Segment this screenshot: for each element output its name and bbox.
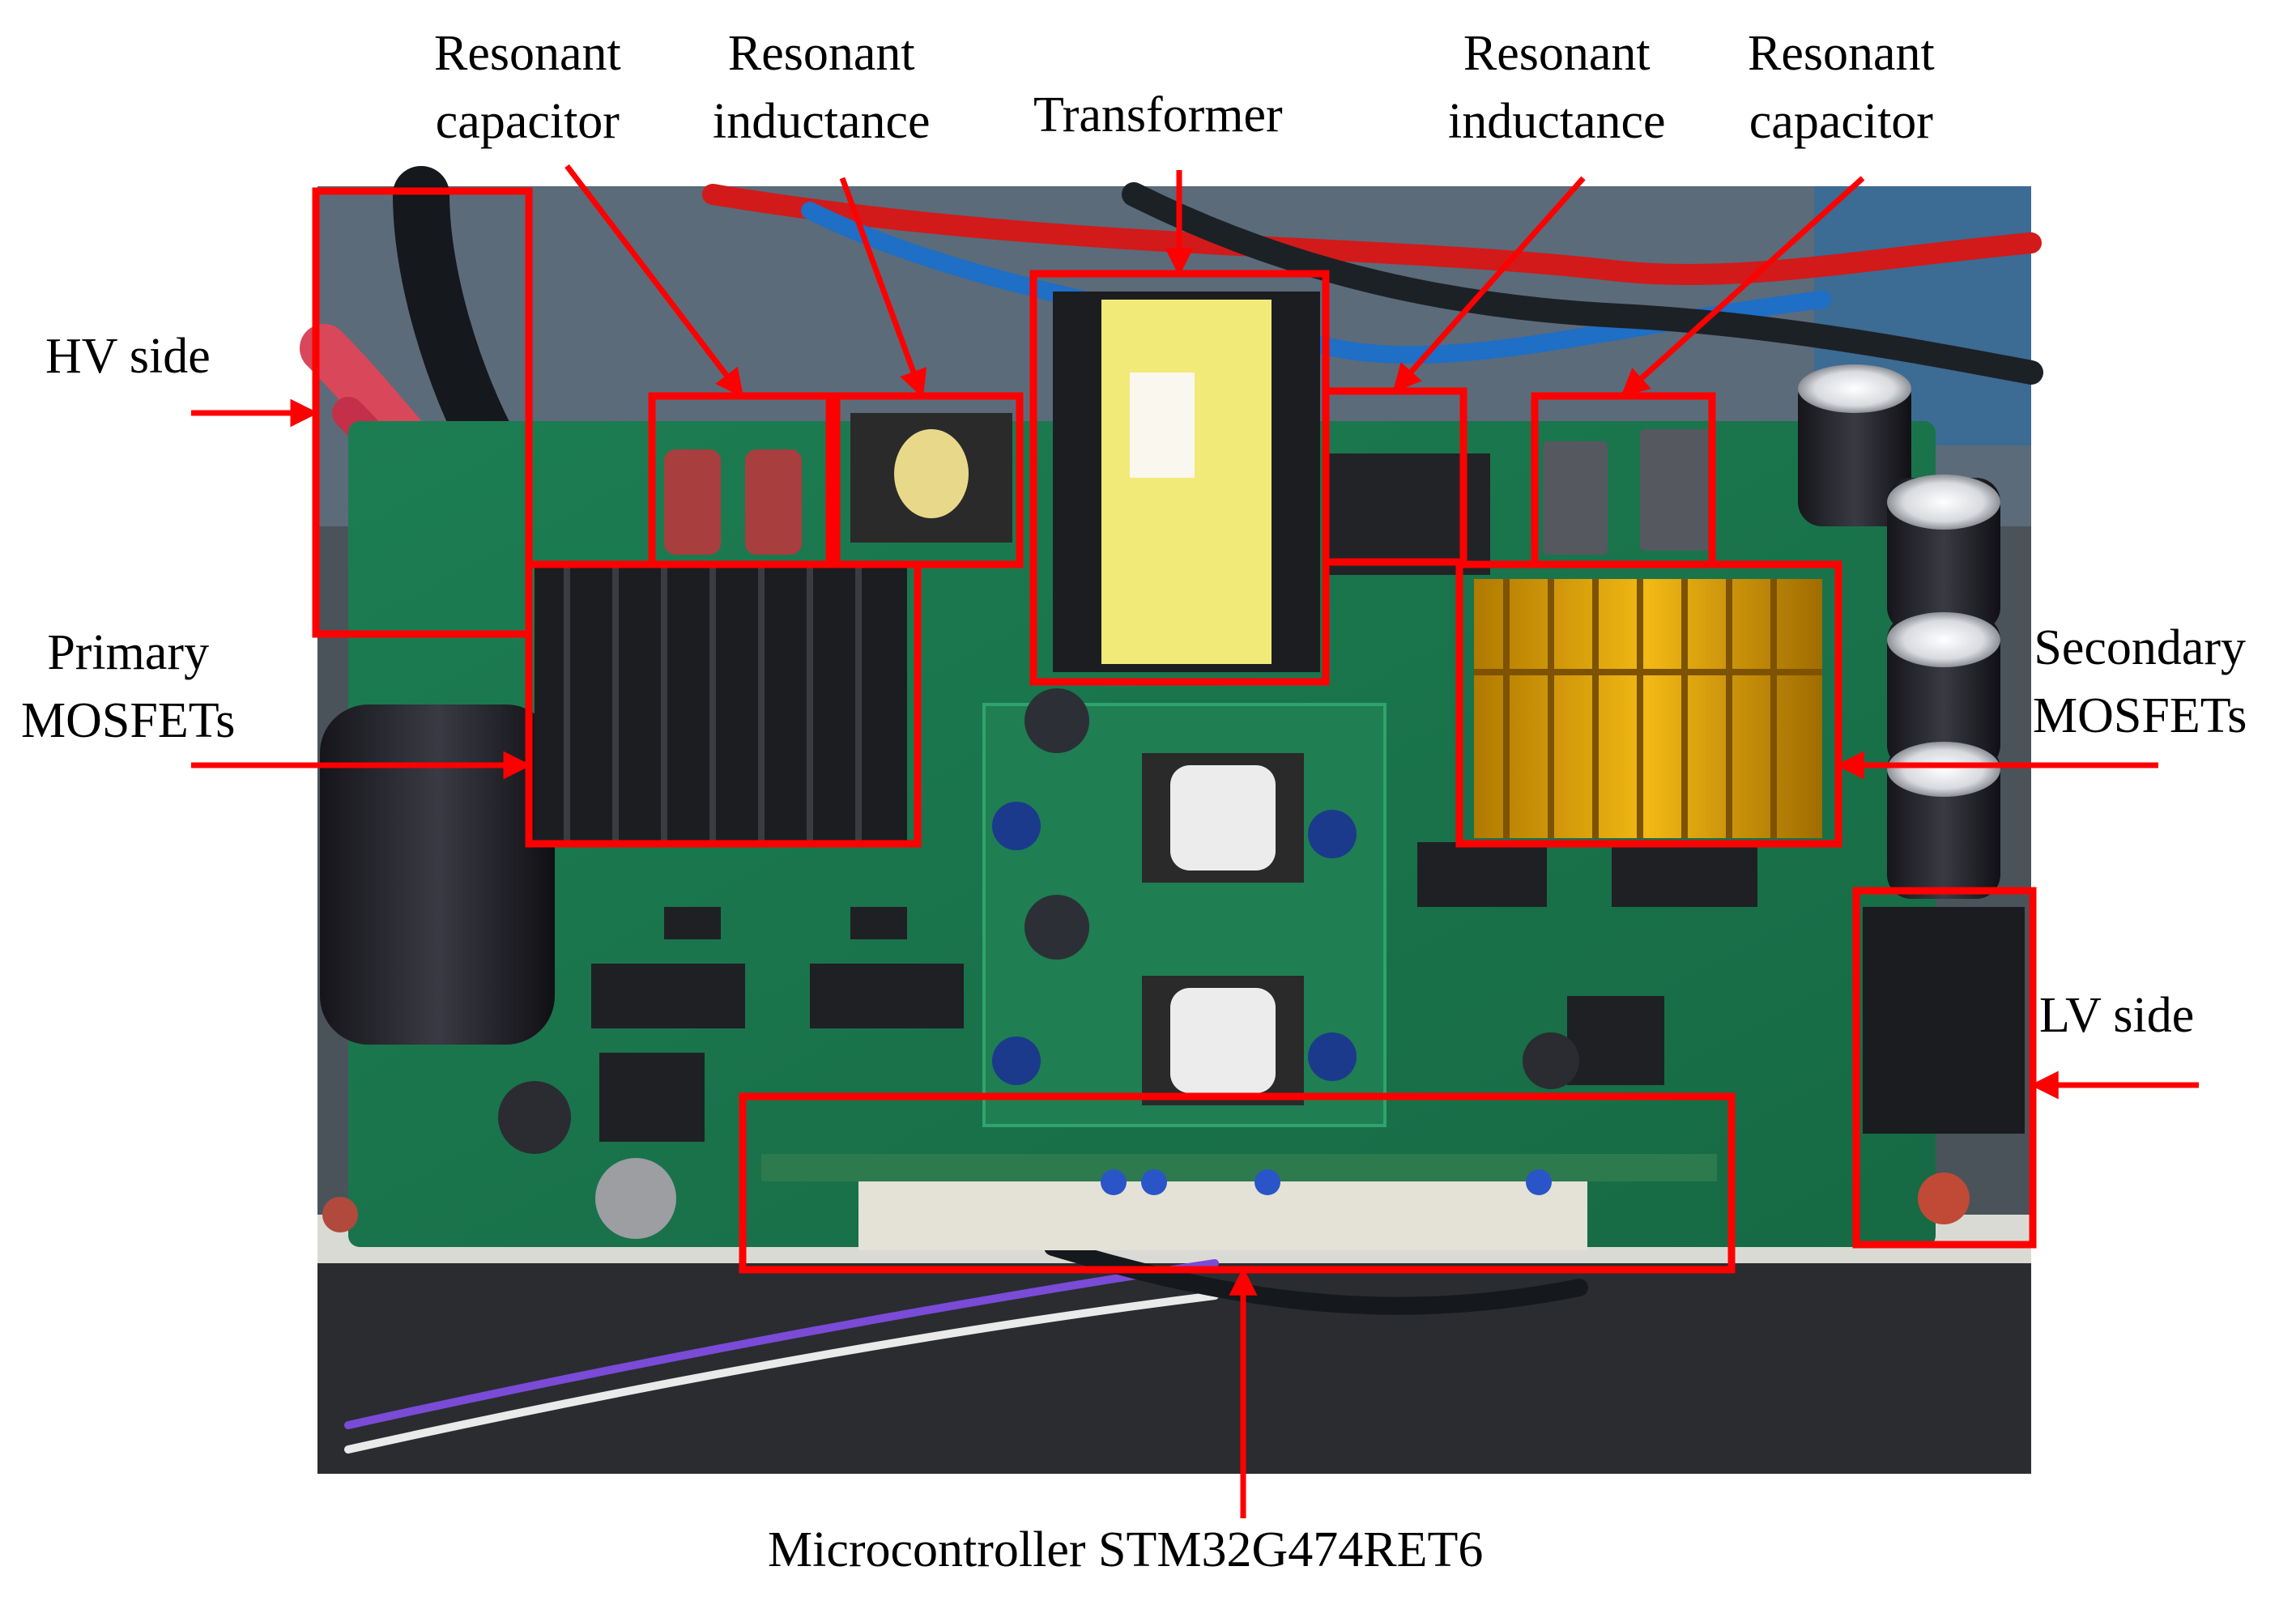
label-microcontroller: Microcontroller STM32G474RET6 — [768, 1516, 1483, 1584]
auxiliary-transformers — [992, 688, 1357, 1105]
label-primary-mosfets-line-1: Primary — [47, 625, 210, 680]
label-resonant-capacitor-right-line-1: Resonant — [1748, 26, 1935, 81]
misc-components — [498, 842, 1757, 1239]
microcontroller-box — [739, 1092, 1736, 1274]
label-secondary-mosfets: Secondary MOSFETs — [2033, 614, 2247, 750]
resonant-capacitor-right-arrow — [1621, 176, 1865, 398]
transformer-core — [1053, 292, 1320, 672]
resonant-capacitors-left — [664, 449, 802, 555]
resonant-inductance-right-arrow — [1392, 176, 1586, 393]
label-lv-side: LV side — [2039, 981, 2194, 1049]
label-primary-mosfets: Primary MOSFETs — [21, 619, 235, 755]
resonant-inductance-left-box — [833, 392, 1024, 568]
secondary-heatsinks — [1474, 579, 1822, 838]
label-secondary-mosfets-line-2: MOSFETs — [2033, 688, 2247, 743]
primary-heatsinks — [535, 567, 907, 842]
label-resonant-capacitor-right: Resonant capacitor — [1748, 19, 1935, 155]
microcontroller-board — [761, 1154, 1717, 1250]
transformer-box — [1029, 270, 1330, 686]
label-resonant-inductance-right: Resonant inductance — [1448, 19, 1666, 155]
resonant-inductance-left-arrow — [839, 177, 927, 398]
label-resonant-inductance-left: Resonant inductance — [713, 19, 931, 155]
lv-terminal — [1863, 907, 2025, 1224]
label-hv-side-text: HV side — [45, 329, 211, 384]
lv-side-box — [1852, 887, 2037, 1249]
label-hv-side: HV side — [45, 322, 211, 390]
output-capacitors — [1798, 364, 2000, 899]
primary-mosfets-box — [525, 560, 922, 848]
label-secondary-mosfets-line-1: Secondary — [2034, 620, 2247, 675]
label-resonant-capacitor-right-line-2: capacitor — [1749, 94, 1933, 149]
label-microcontroller-text: Microcontroller STM32G474RET6 — [768, 1522, 1484, 1577]
resonant-inductor-left — [850, 413, 1012, 543]
label-transformer: Transformer — [1033, 81, 1283, 149]
resonant-capacitor-left-box — [648, 392, 833, 568]
label-primary-mosfets-line-2: MOSFETs — [21, 693, 236, 748]
label-lv-side-text: LV side — [2039, 988, 2195, 1043]
resonant-capacitor-right-box — [1531, 392, 1716, 568]
label-resonant-inductance-left-line-2: inductance — [713, 94, 931, 149]
label-resonant-capacitor-left: Resonant capacitor — [434, 19, 621, 155]
hv-side-box — [312, 187, 533, 638]
bulk-capacitor-left — [320, 704, 555, 1045]
label-resonant-inductance-left-line-1: Resonant — [727, 26, 915, 81]
label-transformer-text: Transformer — [1033, 87, 1283, 143]
label-resonant-inductance-right-line-2: inductance — [1448, 94, 1666, 149]
resonant-capacitors-right — [1543, 429, 1713, 555]
label-resonant-inductance-right-line-1: Resonant — [1463, 26, 1651, 81]
resonant-capacitor-left-arrow — [564, 164, 744, 398]
label-resonant-capacitor-left-line-1: Resonant — [434, 26, 621, 81]
label-resonant-capacitor-left-line-2: capacitor — [435, 94, 620, 149]
resonant-inductance-right-box — [1322, 387, 1467, 566]
secondary-mosfets-box — [1455, 560, 1842, 848]
